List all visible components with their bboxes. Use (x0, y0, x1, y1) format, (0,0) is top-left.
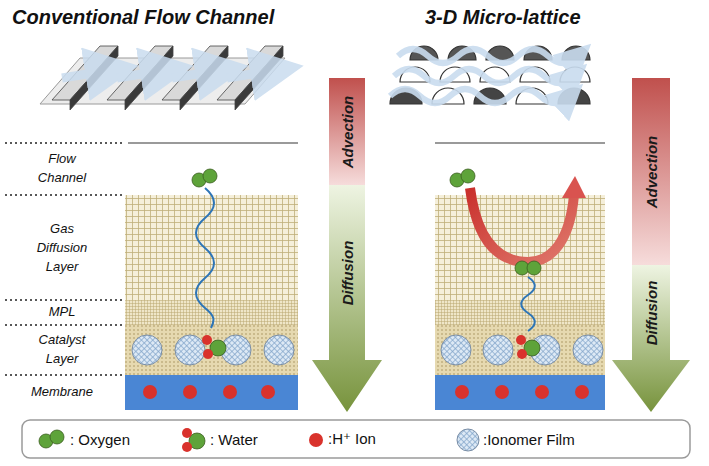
process-arrow: AdvectionDiffusion (312, 78, 382, 412)
process-label: Advection (339, 96, 356, 169)
layer-label: Membrane (26, 383, 98, 402)
legend-text: : Water (210, 431, 258, 448)
arrow-shape (612, 78, 690, 412)
panel-heading: 3-D Micro-lattice (425, 6, 581, 29)
layer-label: Flow Channel (26, 150, 98, 188)
panel-heading: Conventional Flow Channel (12, 6, 274, 29)
legend-text: :Ionomer Film (483, 431, 575, 448)
process-label: Diffusion (643, 281, 660, 346)
process-label: Advection (643, 136, 660, 209)
layer-label: MPL (26, 303, 98, 322)
layer-label: Gas Diffusion Layer (26, 220, 98, 277)
layer-label: Catalyst Layer (26, 331, 98, 369)
process-arrow: AdvectionDiffusion (612, 78, 690, 412)
legend-text: : Oxygen (70, 431, 130, 448)
process-label: Diffusion (339, 241, 356, 306)
legend-text: :H⁺ Ion (328, 430, 376, 448)
